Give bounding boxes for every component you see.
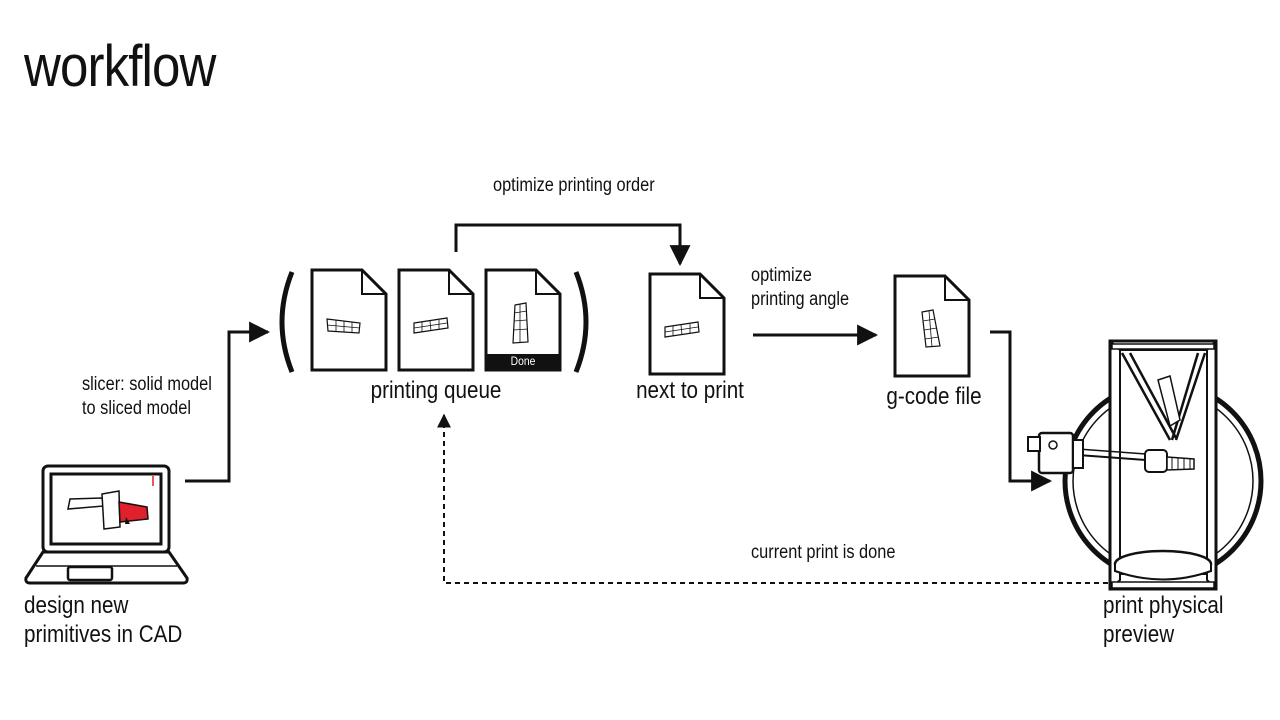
angle-label: optimize printing angle (751, 264, 849, 312)
angle-label-line1: optimize (751, 265, 812, 286)
queue-open-paren (279, 271, 295, 373)
to-printer-arrow (990, 330, 1053, 492)
gcode-file-icon (893, 274, 971, 378)
gcode-label: g-code file (886, 383, 982, 410)
queue-file-icon (397, 268, 475, 372)
cad-label-line2: primitives in CAD (24, 621, 183, 648)
done-badge: Done (510, 354, 536, 368)
next-label: next to print (636, 377, 744, 404)
cad-label-line1: design new (24, 592, 129, 619)
order-arrow (454, 223, 691, 267)
slicer-label: slicer: solid model to sliced model (82, 373, 212, 421)
angle-label-line2: printing angle (751, 289, 850, 310)
cad-label: design new primitives in CAD (24, 591, 182, 649)
next-file-icon (648, 272, 726, 376)
queue-file-icon (310, 268, 388, 372)
printer-label-line1: print physical (1103, 592, 1224, 619)
printer-label: print physical preview (1103, 591, 1223, 649)
page-title: workflow (24, 34, 216, 99)
printer-icon (1027, 339, 1264, 591)
queue-file-done-icon (484, 268, 562, 372)
feedback-arrow (437, 413, 1108, 584)
laptop-icon (24, 464, 189, 585)
queue-close-paren (573, 271, 589, 373)
done-label: current print is done (751, 542, 896, 563)
order-label: optimize printing order (493, 175, 655, 196)
slicer-arrow (185, 321, 271, 483)
slicer-label-line2: to sliced model (82, 398, 191, 419)
slicer-label-line1: slicer: solid model (82, 374, 212, 395)
printer-label-line2: preview (1103, 621, 1175, 648)
queue-label: printing queue (370, 377, 502, 404)
